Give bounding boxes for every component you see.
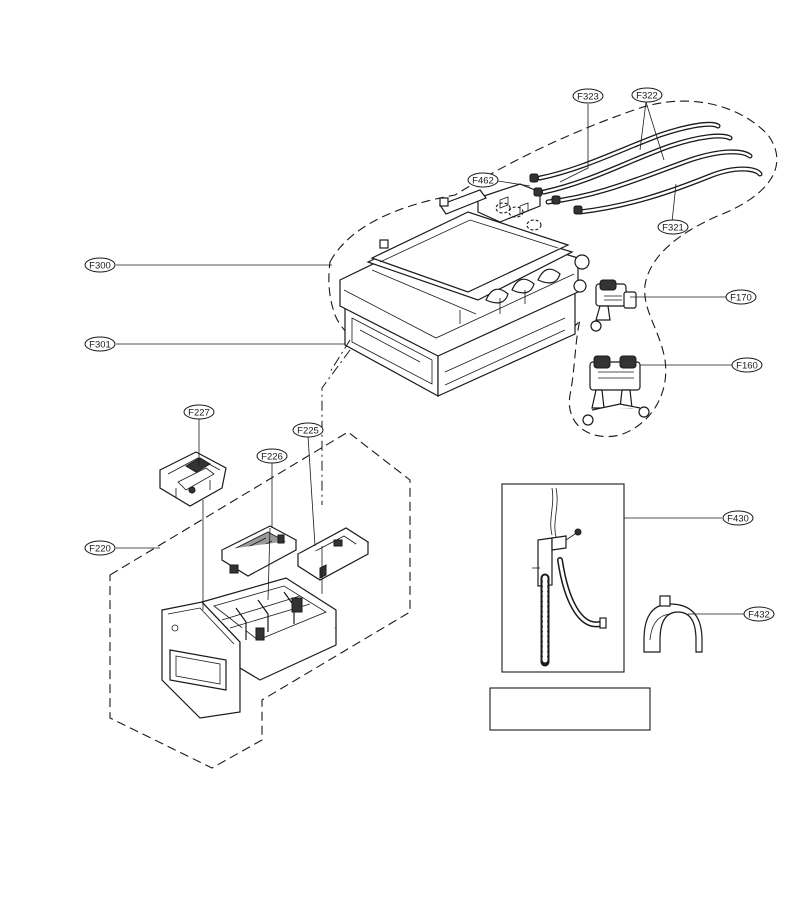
- callout-f220: F220: [84, 540, 116, 556]
- callout-label: F226: [261, 452, 283, 463]
- callout-f160: F160: [731, 357, 763, 373]
- assembly-guide-line: [329, 339, 351, 373]
- fitting-circle: [495, 202, 511, 214]
- callout-f462: F462: [467, 172, 499, 188]
- water-valve-single: [590, 279, 637, 332]
- dispenser-drawer: [161, 577, 337, 719]
- leader-line: [559, 104, 589, 183]
- dispenser-housing: [339, 183, 590, 398]
- callout-f226: F226: [256, 448, 288, 464]
- callout-label: F462: [472, 176, 494, 187]
- fitting-circle: [526, 219, 542, 231]
- callout-label: F323: [577, 92, 599, 103]
- callout-label: F300: [89, 261, 111, 272]
- callout-f225: F225: [292, 422, 324, 438]
- callout-label: F322: [636, 91, 658, 102]
- callout-f227: F227: [183, 404, 215, 420]
- fitting-circle: [508, 206, 524, 218]
- leader-line: [639, 101, 665, 161]
- leader-line: [497, 180, 531, 187]
- callout-f300: F300: [84, 257, 116, 273]
- callout-f322: F322: [631, 87, 663, 103]
- callout-f432: F432: [743, 606, 775, 622]
- callout-f301: F301: [84, 336, 116, 352]
- drawer-assembly-outline: [109, 431, 411, 769]
- callout-f323: F323: [572, 88, 604, 104]
- detergent-insert: [296, 527, 370, 581]
- hose-hanger: [643, 595, 703, 653]
- callout-label: F432: [748, 610, 770, 621]
- callout-f321: F321: [657, 219, 689, 235]
- assembly-guide-line: [321, 349, 351, 505]
- water-valve-double: [582, 355, 650, 426]
- softener-cap: [159, 451, 227, 507]
- callout-label: F430: [727, 514, 749, 525]
- assembly-guide-line: [267, 527, 271, 601]
- callout-label: F160: [736, 361, 758, 372]
- drain-hose-box: [501, 483, 625, 673]
- callout-f430: F430: [722, 510, 754, 526]
- callout-label: F227: [188, 408, 210, 419]
- callout-label: F170: [730, 293, 752, 304]
- callout-label: F321: [662, 223, 684, 234]
- leader-line: [671, 183, 677, 223]
- bleach-insert: [220, 525, 298, 577]
- callout-label: F220: [89, 544, 111, 555]
- callout-label: F225: [297, 426, 319, 437]
- callout-f170: F170: [725, 289, 757, 305]
- inlet-hoses: [529, 121, 763, 215]
- callout-label: F301: [89, 340, 111, 351]
- leader-line: [307, 435, 316, 547]
- label-box: [489, 687, 651, 731]
